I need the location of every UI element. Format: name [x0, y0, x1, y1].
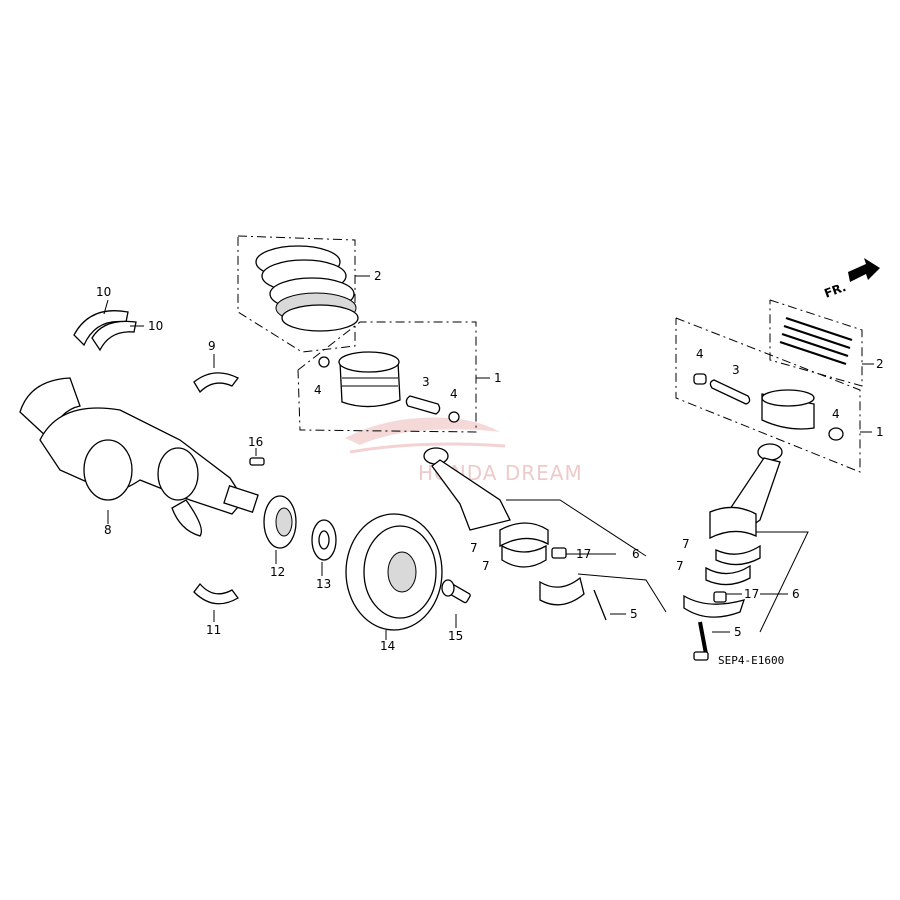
callout-12[interactable]: 12	[270, 565, 285, 579]
callout-5-right[interactable]: 5	[734, 625, 742, 639]
piston-assembly-left[interactable]	[297, 321, 490, 433]
diagram-code: SEP4-E1600	[718, 654, 784, 667]
crankshaft[interactable]	[19, 377, 259, 537]
callout-5-left[interactable]: 5	[630, 607, 638, 621]
pulley-washer[interactable]	[311, 519, 337, 576]
callout-8[interactable]: 8	[104, 523, 112, 537]
callout-9[interactable]: 9	[208, 339, 216, 353]
watermark: HONDA DREAM	[345, 417, 582, 485]
piston-assembly-right[interactable]	[675, 317, 872, 473]
callout-2-right[interactable]: 2	[876, 357, 884, 371]
main-bearing-upper[interactable]	[73, 299, 144, 352]
callout-3-right[interactable]: 3	[732, 363, 740, 377]
callout-3-left[interactable]: 3	[422, 375, 430, 389]
crankshaft-pulley[interactable]	[345, 513, 443, 640]
woodruff-key[interactable]	[249, 448, 265, 466]
callout-10-b[interactable]: 10	[148, 319, 163, 333]
callout-13[interactable]: 13	[316, 577, 331, 591]
connecting-rod-right[interactable]	[683, 443, 809, 661]
callout-10-a[interactable]: 10	[96, 285, 111, 299]
front-direction-arrow: FR.	[822, 258, 880, 301]
callout-17-right[interactable]: 17	[744, 587, 759, 601]
callout-4-left-b[interactable]: 4	[450, 387, 458, 401]
callout-1-right[interactable]: 1	[876, 425, 884, 439]
callout-4-right-b[interactable]: 4	[832, 407, 840, 421]
callout-7-right-a[interactable]: 7	[682, 537, 690, 551]
callout-6-right[interactable]: 6	[792, 587, 800, 601]
piston-ring-set-right[interactable]	[769, 299, 874, 387]
callout-17-left[interactable]: 17	[576, 547, 591, 561]
callout-2-left[interactable]: 2	[374, 269, 382, 283]
callout-14[interactable]: 14	[380, 639, 395, 653]
callout-7-right-b[interactable]: 7	[676, 559, 684, 573]
callout-1-left[interactable]: 1	[494, 371, 502, 385]
callout-11[interactable]: 11	[206, 623, 221, 637]
callout-labels: 1 1 2 2 3 3 4 4 4 4 5 5 6 6 7 7 7 7 8 9 …	[96, 269, 884, 653]
callout-4-left-a[interactable]: 4	[314, 383, 322, 397]
callout-6-left[interactable]: 6	[632, 547, 640, 561]
front-marker-label: FR.	[822, 280, 848, 301]
callout-16[interactable]: 16	[248, 435, 263, 449]
callout-15[interactable]: 15	[448, 629, 463, 643]
pulley-bolt[interactable]	[441, 579, 471, 628]
callout-4-right-a[interactable]: 4	[696, 347, 704, 361]
crankshaft-timing-pulley[interactable]	[263, 495, 297, 564]
connecting-rod-left[interactable]	[423, 447, 667, 621]
thrust-washer-lower[interactable]	[193, 582, 239, 622]
thrust-washer-upper[interactable]	[193, 354, 239, 394]
callout-7-left-b[interactable]: 7	[482, 559, 490, 573]
callout-7-left-a[interactable]: 7	[470, 541, 478, 555]
piston-ring-set-left[interactable]	[237, 235, 370, 353]
